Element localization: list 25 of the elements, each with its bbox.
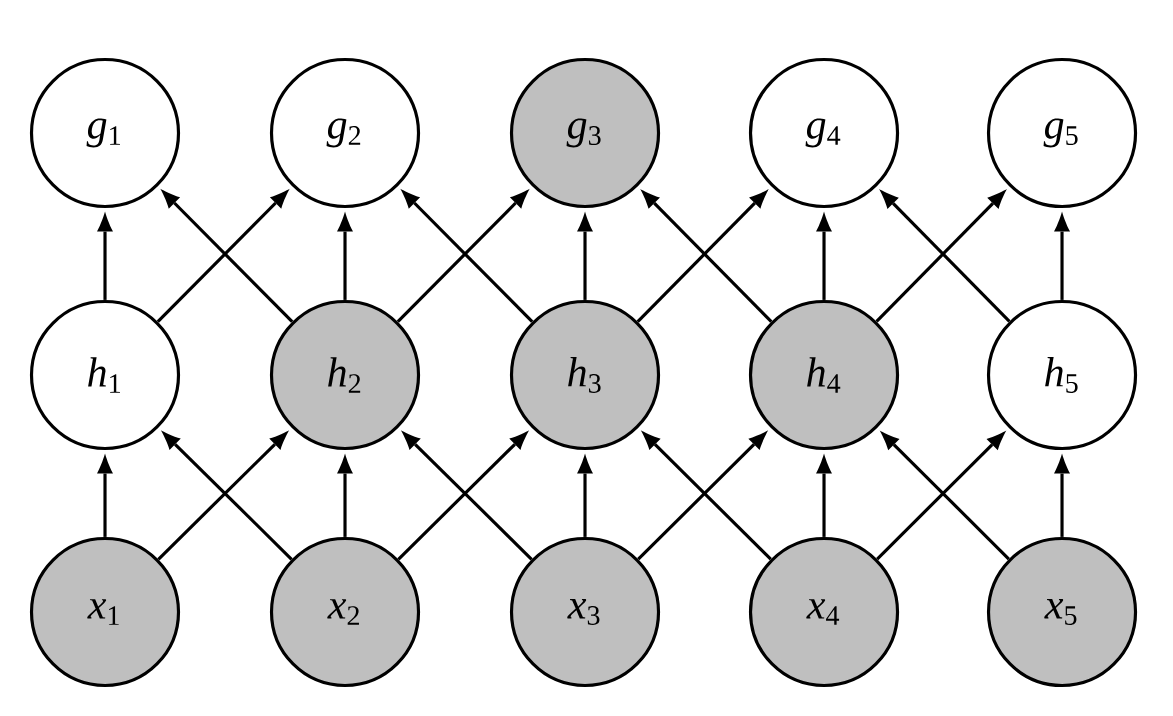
circle-node: h$_{5}$ [986, 299, 1138, 451]
circle-node: h$_{1}$ [29, 299, 181, 451]
circle-node: h$_{4}$ [748, 299, 900, 451]
circle-node: g$_{4}$ [748, 57, 900, 209]
circle-node: h$_{3}$ [509, 299, 661, 451]
circle-node: x$_{4}$ [748, 536, 900, 688]
circle-node: g$_{3}$ [509, 57, 661, 209]
circle-node: g$_{1}$ [29, 57, 181, 209]
arrow [97, 211, 113, 300]
arrow [337, 453, 353, 537]
arrow [97, 453, 113, 537]
circle-node: x$_{1}$ [29, 536, 181, 688]
circle-node: x$_{5}$ [986, 536, 1138, 688]
circle-node: g$_{5}$ [986, 57, 1138, 209]
arrow [577, 453, 593, 537]
arrow [337, 211, 353, 300]
arrow [1054, 211, 1071, 300]
arrow [577, 211, 593, 300]
arrow [816, 211, 832, 300]
arrow [816, 453, 832, 537]
circle-node: h$_{2}$ [269, 299, 421, 451]
circle-node: x$_{2}$ [269, 536, 421, 688]
circle-node: x$_{3}$ [509, 536, 661, 688]
circle-node: g$_{2}$ [269, 57, 421, 209]
arrow [1054, 453, 1071, 537]
